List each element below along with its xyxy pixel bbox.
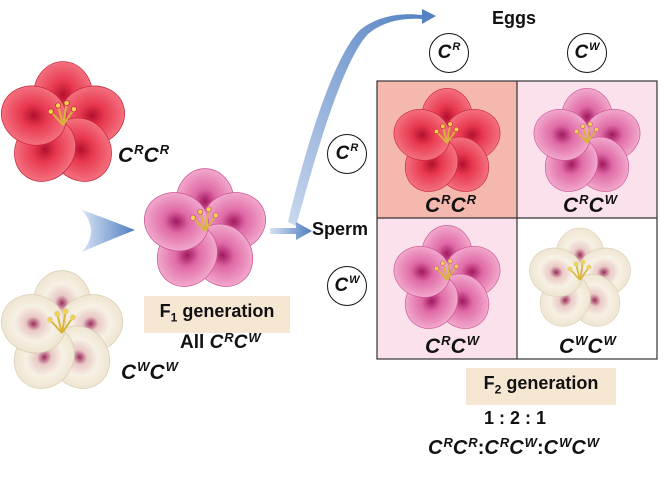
- arrow-to-eggs: [288, 9, 436, 226]
- f2-ratio: 1 : 2 : 1: [484, 408, 547, 428]
- f2-generation-label: F2 generation: [466, 368, 616, 405]
- parent-red-genotype: CRCR: [118, 142, 170, 167]
- grid-rw-top-genotype: CRCW: [563, 192, 618, 217]
- eggs-label: Eggs: [492, 8, 537, 28]
- f1-genotype-note: All CRCW: [180, 330, 261, 353]
- f2-genotype-ratio: CRCR:CRCW:CWCW: [428, 435, 600, 459]
- grid-rr-genotype: CRCR: [425, 192, 477, 217]
- sperm-label: Sperm: [312, 219, 369, 239]
- grid-ww-genotype: CWCW: [559, 333, 616, 358]
- parent-red-flower: [0, 60, 134, 195]
- parent-white-genotype: CWCW: [121, 359, 178, 384]
- arrow-to-f1: [82, 210, 135, 252]
- arrow-to-sperm: [270, 222, 312, 240]
- f1-pink-flower: [135, 167, 275, 300]
- punnett-grid-lines: [376, 80, 658, 360]
- f1-generation-label: F1 generation: [144, 296, 290, 333]
- grid-rw-bottom-genotype: CRCW: [425, 333, 480, 358]
- parent-white-flower: [0, 269, 132, 402]
